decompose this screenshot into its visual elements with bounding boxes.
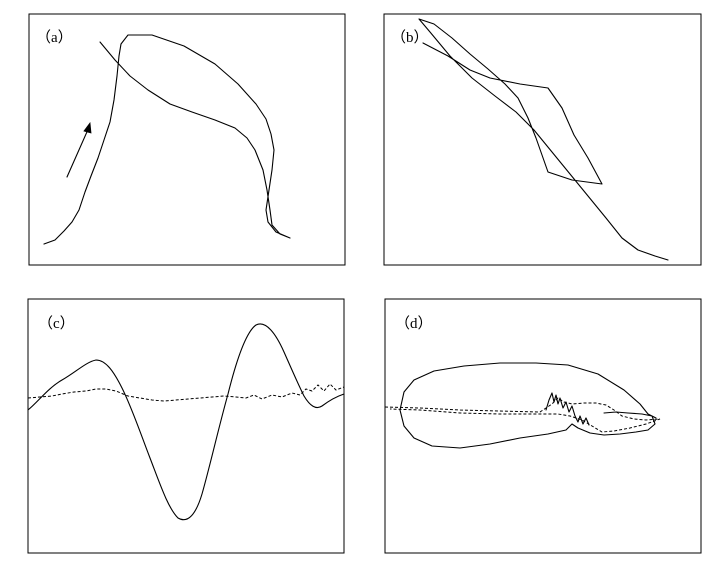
panel-a-label: （a） [36,29,73,46]
panel-b-label: （b） [391,29,429,46]
panel-d-jagged-segment [545,392,590,426]
panel-c-dashed-curve [27,383,345,402]
panel-d: （d） [384,298,702,554]
panel-c: （c） [27,298,345,554]
panel-c-solid-curve [27,323,345,521]
panel-c-frame [27,298,345,554]
arrow-head [83,121,92,134]
panel-b-frame [383,13,702,266]
direction-arrow [66,121,92,178]
panel-b: （b） [383,13,702,266]
panel-b-curve [418,18,669,261]
panel-a: （a） [28,13,346,266]
panel-d-dashed-curve [384,397,661,433]
panel-a-frame [28,13,346,266]
panel-a-curve [43,34,291,245]
panel-d-frame [384,298,702,554]
panel-d-label: （d） [395,315,433,332]
panel-c-label: （c） [38,315,75,332]
panel-d-loop-curve [399,362,657,449]
